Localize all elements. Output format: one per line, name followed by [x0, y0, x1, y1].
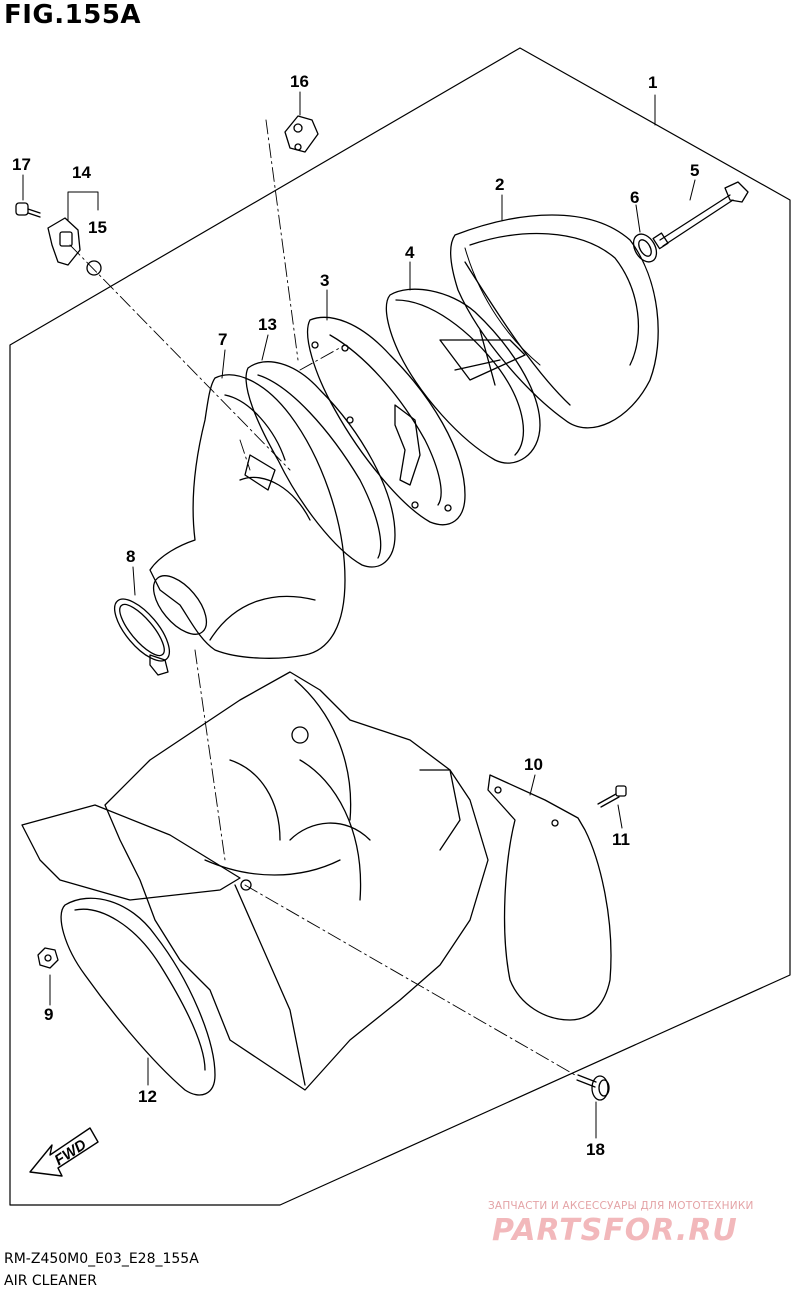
- callout-14: 14: [72, 163, 91, 182]
- part-14-sensor: [47, 217, 81, 266]
- leader-lines: [69, 119, 576, 1076]
- figure-title: FIG.155A: [4, 0, 142, 30]
- callout-14-bracket: [67, 191, 99, 221]
- part-12-seal: [60, 897, 216, 1096]
- part-4-filter-cage: [385, 288, 541, 464]
- part-13-gasket: [245, 361, 396, 568]
- watermark-logo: PARTSFOR.RU: [492, 1213, 738, 1248]
- callout-16: 16: [290, 72, 309, 91]
- part-7-intake-duct: [149, 374, 346, 659]
- watermark-tagline: ЗАПЧАСТИ И АКСЕССУАРЫ ДЛЯ МОТОТЕХНИКИ: [488, 1200, 754, 1212]
- part-8-clamp: [114, 598, 170, 676]
- part-2-filter-element: [450, 214, 659, 429]
- callout-6: 6: [630, 188, 639, 207]
- figure-name: AIR CLEANER: [4, 1273, 97, 1289]
- callout-4: 4: [405, 243, 415, 262]
- assembly-boundary: [9, 47, 791, 1206]
- part-15-o-ring: [86, 260, 102, 276]
- part-18-bolt: [576, 1074, 610, 1101]
- callout-5: 5: [690, 161, 699, 180]
- callout-13: 13: [258, 315, 277, 334]
- part-5-wing-bolt: [652, 181, 749, 250]
- callout-7: 7: [218, 330, 227, 349]
- part-10-mud-guard: [487, 774, 612, 1021]
- callout-9: 9: [44, 1005, 53, 1024]
- callout-17: 17: [12, 155, 31, 174]
- callout-leaders: [22, 91, 696, 1139]
- callout-18: 18: [586, 1140, 605, 1159]
- part-11-screw: [597, 785, 627, 808]
- part-6-washer: [632, 233, 658, 263]
- fwd-arrow-icon: FWD: [29, 1127, 99, 1177]
- figure-code: RM-Z450M0_E03_E28_155A: [4, 1251, 199, 1267]
- callout-10: 10: [524, 755, 543, 774]
- part-9-nut: [37, 947, 59, 969]
- part-3-holder-plate: [306, 316, 466, 526]
- callout-1: 1: [648, 73, 657, 92]
- callout-3: 3: [320, 271, 329, 290]
- callout-11: 11: [612, 830, 630, 849]
- callout-15: 15: [88, 218, 107, 237]
- airbox-flap: [21, 804, 241, 901]
- callout-12: 12: [138, 1087, 157, 1106]
- part-17-bolt: [15, 202, 41, 218]
- callout-8: 8: [126, 547, 135, 566]
- callout-2: 2: [495, 175, 504, 194]
- airbox-body: [104, 671, 489, 1091]
- part-16-bracket: [284, 115, 319, 153]
